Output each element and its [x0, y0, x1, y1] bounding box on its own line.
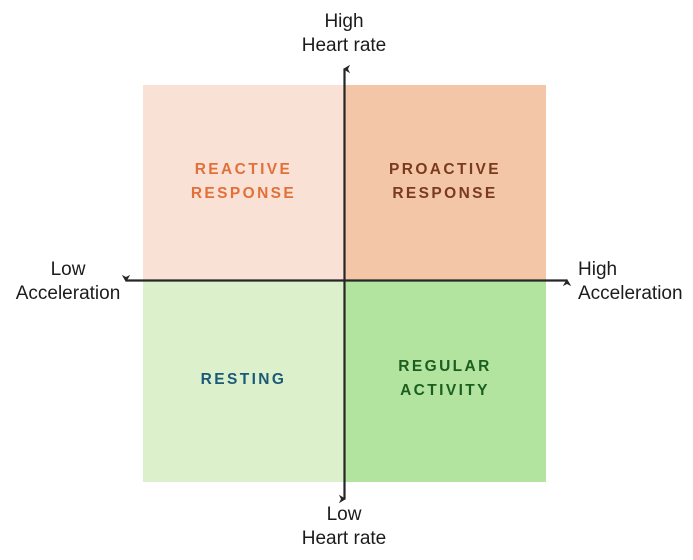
quadrant-label-regular-activity: REGULAR ACTIVITY: [398, 358, 492, 399]
quadrant-grid: REACTIVE RESPONSE PROACTIVE RESPONSE RES…: [143, 85, 546, 482]
quadrant-proactive-response: PROACTIVE RESPONSE: [344, 85, 546, 280]
axis-label-high-heart-rate: High Heart rate: [301, 11, 387, 57]
axis-label-high-acceleration: High Acceleration: [578, 259, 683, 305]
quadrant-regular-activity: REGULAR ACTIVITY: [344, 280, 546, 482]
quadrant-reactive-response: REACTIVE RESPONSE: [143, 85, 344, 280]
quadrant-label-resting: RESTING: [200, 371, 287, 389]
quadrant-label-reactive-response: REACTIVE RESPONSE: [190, 160, 297, 202]
quadrant-resting: RESTING: [143, 280, 344, 482]
quadrant-label-proactive-response: PROACTIVE RESPONSE: [388, 160, 502, 202]
axis-label-low-heart-rate: Low Heart rate: [301, 504, 387, 550]
axis-label-low-acceleration: Low Acceleration: [15, 259, 121, 305]
